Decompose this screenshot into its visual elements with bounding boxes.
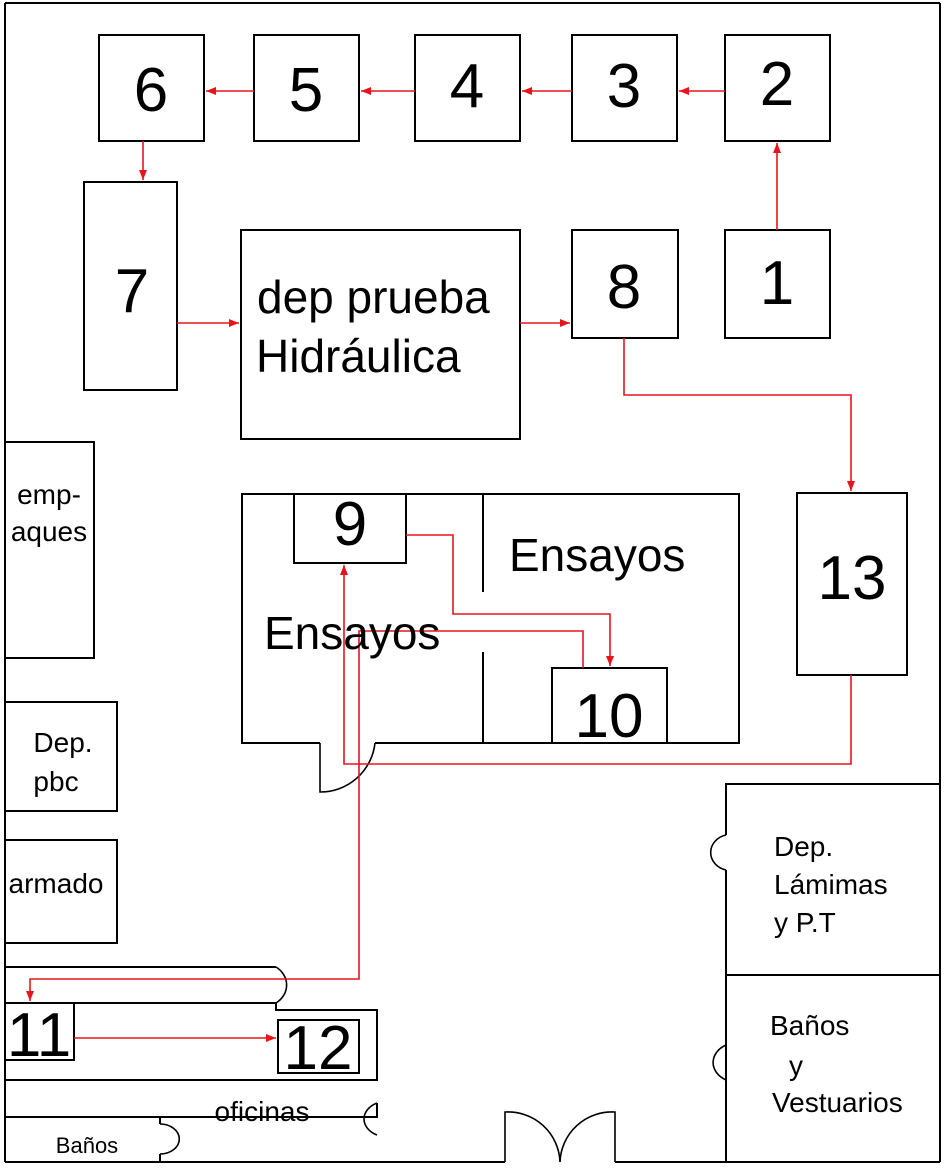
station-2-box xyxy=(724,34,831,142)
flow-10-to-11 xyxy=(26,630,584,1001)
bottom-left-rooms xyxy=(5,966,378,1162)
flow-9-to-10 xyxy=(406,534,614,666)
station-8-box xyxy=(571,229,679,339)
station-4-box xyxy=(414,34,521,142)
armado-room xyxy=(4,839,118,944)
main-entrance-door xyxy=(504,1111,616,1163)
hydraulic-area-label-line2: Hidráulica xyxy=(256,330,461,382)
dep-pbc-room xyxy=(4,701,118,812)
banos-label: Baños xyxy=(56,1133,118,1158)
station-1-box xyxy=(724,229,831,339)
station-12-box xyxy=(277,1019,360,1074)
laminas-label-line1: Dep. xyxy=(774,831,833,862)
station-5-label: 5 xyxy=(289,56,323,125)
process-flow xyxy=(26,87,855,1042)
ensayos-right-label: Ensayos xyxy=(509,529,685,581)
dep-pbc-label-line2: pbc xyxy=(33,766,78,797)
banos-vestuarios-label-line1: Baños xyxy=(770,1010,849,1041)
station-3-box xyxy=(571,34,678,142)
station-10-label: 10 xyxy=(575,682,644,751)
laminas-label-line2: Lámimas xyxy=(774,869,888,900)
outer-walls xyxy=(4,2,941,1163)
laminas-label-line3: y P.T xyxy=(774,907,836,938)
station-12-label: 12 xyxy=(284,1014,353,1083)
station-6-box xyxy=(98,34,205,142)
hydraulic-area-label-line1: dep prueba xyxy=(257,271,490,323)
laminas-room xyxy=(709,783,940,1162)
station-5-box xyxy=(253,34,360,142)
banos-vestuarios-label-line3: Vestuarios xyxy=(772,1087,903,1118)
banos-vestuarios-label-line2: y xyxy=(789,1050,803,1081)
station-3-label: 3 xyxy=(607,52,641,121)
station-9-label: 9 xyxy=(333,490,367,559)
ensayos-area xyxy=(241,493,740,793)
empaques-room xyxy=(4,441,95,659)
armado-label: armado xyxy=(9,868,104,899)
station-8-label: 8 xyxy=(607,253,641,322)
empaques-label-line1: emp- xyxy=(17,479,81,510)
station-7-label: 7 xyxy=(115,257,149,326)
oficinas-label: oficinas xyxy=(215,1096,310,1127)
empaques-label-line2: aques xyxy=(11,516,87,547)
flow-8-to-13 xyxy=(623,338,855,491)
dep-pbc-label-line1: Dep. xyxy=(33,727,92,758)
station-4-label: 4 xyxy=(450,52,484,121)
hydraulic-test-area xyxy=(240,229,521,440)
station-2-label: 2 xyxy=(760,50,794,119)
station-1-label: 1 xyxy=(760,249,794,318)
station-13-box xyxy=(796,492,908,676)
ensayos-left-label: Ensayos xyxy=(264,607,440,659)
station-6-label: 6 xyxy=(134,56,168,125)
station-10-box xyxy=(551,667,668,744)
station-7-box xyxy=(83,181,178,391)
station-9-box xyxy=(293,493,407,564)
station-11-box xyxy=(4,1002,75,1061)
station-13-label: 13 xyxy=(818,544,887,613)
flow-13-to-9 xyxy=(340,565,852,765)
station-11-label: 11 xyxy=(7,1001,71,1070)
